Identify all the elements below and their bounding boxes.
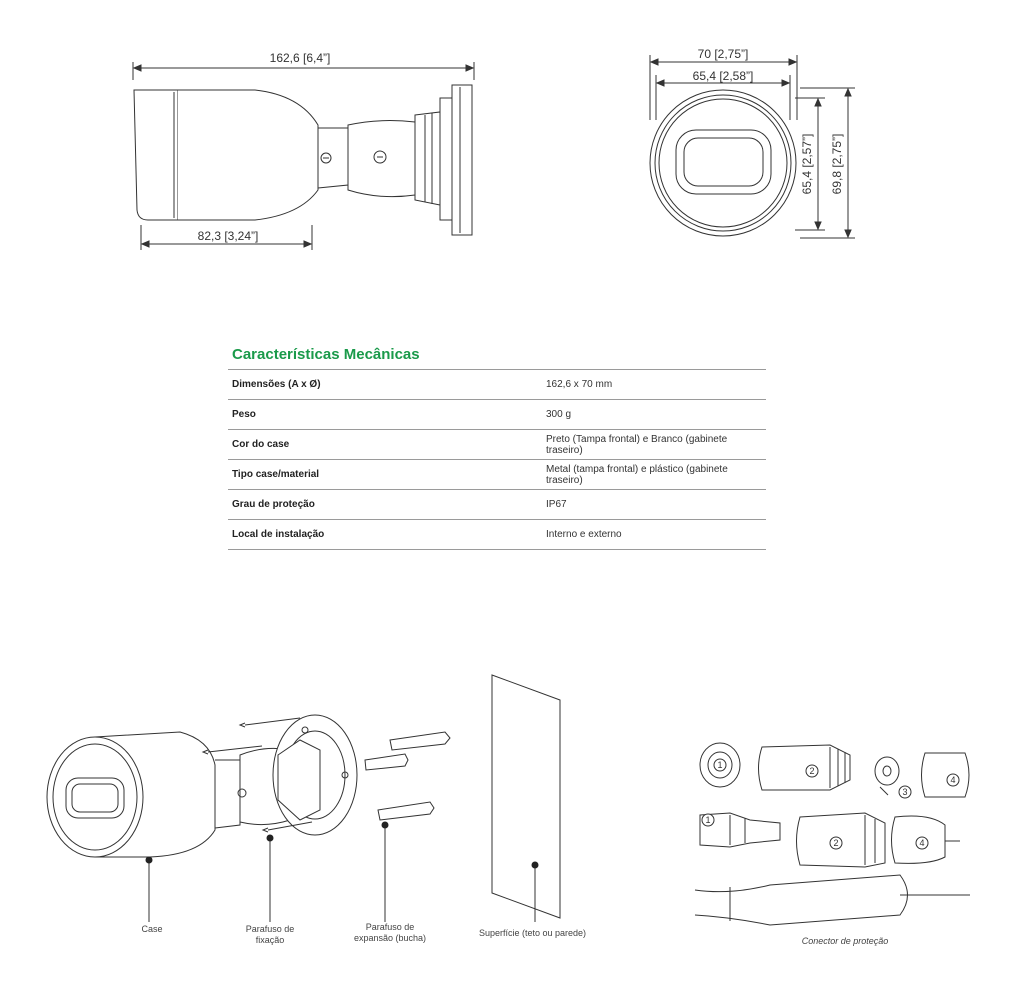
dim-inner-width: 65,4 [2,58”] [693, 69, 754, 83]
mechanical-specs-table: Características Mecânicas Dimensões (A x… [228, 346, 766, 550]
spec-value: 300 g [546, 409, 572, 420]
spec-row: Tipo case/material Metal (tampa frontal) … [228, 459, 766, 489]
spec-label: Local de instalação [232, 529, 325, 540]
spec-value: Interno e externo [546, 529, 622, 540]
spec-value: IP67 [546, 499, 567, 510]
connector-part-1-assembled: 1 [705, 815, 710, 825]
spec-value: Preto (Tampa frontal) e Branco (gabinete… [546, 433, 728, 456]
dim-front-length: 82,3 [3,24”] [198, 229, 259, 243]
spec-row: Peso 300 g [228, 399, 766, 429]
label-expansion-screw: Parafuso de expansão (bucha) [345, 922, 435, 944]
spec-label: Peso [232, 409, 256, 420]
spec-label: Grau de proteção [232, 499, 315, 510]
front-view-drawing: 70 [2,75”] 65,4 [2,58”] 65,4 [2,57”] 69,… [649, 47, 855, 239]
spec-row: Dimensões (A x Ø) 162,6 x 70 mm [228, 369, 766, 399]
connector-diagram: 1 2 3 4 2 4 1 [694, 742, 970, 926]
connector-caption: Conector de proteção [801, 936, 889, 946]
label-fix-screw-line1: Parafuso de [245, 924, 295, 934]
connector-part-1: 1 [717, 760, 722, 770]
label-fix-screw-line2: fixação [255, 935, 285, 945]
specs-title: Características Mecânicas [232, 346, 420, 363]
label-expansion-line1: Parafuso de [365, 922, 415, 932]
spec-row: Local de instalação Interno e externo [228, 519, 766, 550]
dim-outer-width: 70 [2,75”] [698, 47, 749, 61]
installation-diagram [46, 674, 561, 922]
label-expansion-line2: expansão (bucha) [353, 933, 427, 943]
label-surface: Superfície (teto ou parede) [478, 928, 587, 938]
spec-label: Dimensões (A x Ø) [232, 379, 321, 390]
spec-value: 162,6 x 70 mm [546, 379, 613, 390]
label-fix-screw: Parafuso de fixação [230, 924, 310, 946]
spec-label: Cor do case [232, 439, 290, 450]
connector-part-4-assembled: 4 [919, 838, 924, 848]
spec-label: Tipo case/material [232, 469, 320, 480]
dim-inner-height: 65,4 [2,57”] [800, 134, 814, 195]
connector-part-2-assembled: 2 [833, 838, 838, 848]
side-view-drawing: 162,6 [6,4”] 82,3 [3,24”] [132, 51, 475, 250]
label-case: Case [141, 924, 163, 934]
connector-part-2: 2 [809, 766, 814, 776]
spec-value: Metal (tampa frontal) e plástico (gabine… [546, 463, 728, 486]
connector-part-3: 3 [902, 787, 907, 797]
connector-part-4: 4 [950, 775, 955, 785]
spec-row: Grau de proteção IP67 [228, 489, 766, 519]
spec-row: Cor do case Preto (Tampa frontal) e Branc… [228, 429, 766, 459]
dim-outer-height: 69,8 [2,75”] [830, 134, 844, 195]
dim-total-length: 162,6 [6,4”] [270, 51, 331, 65]
